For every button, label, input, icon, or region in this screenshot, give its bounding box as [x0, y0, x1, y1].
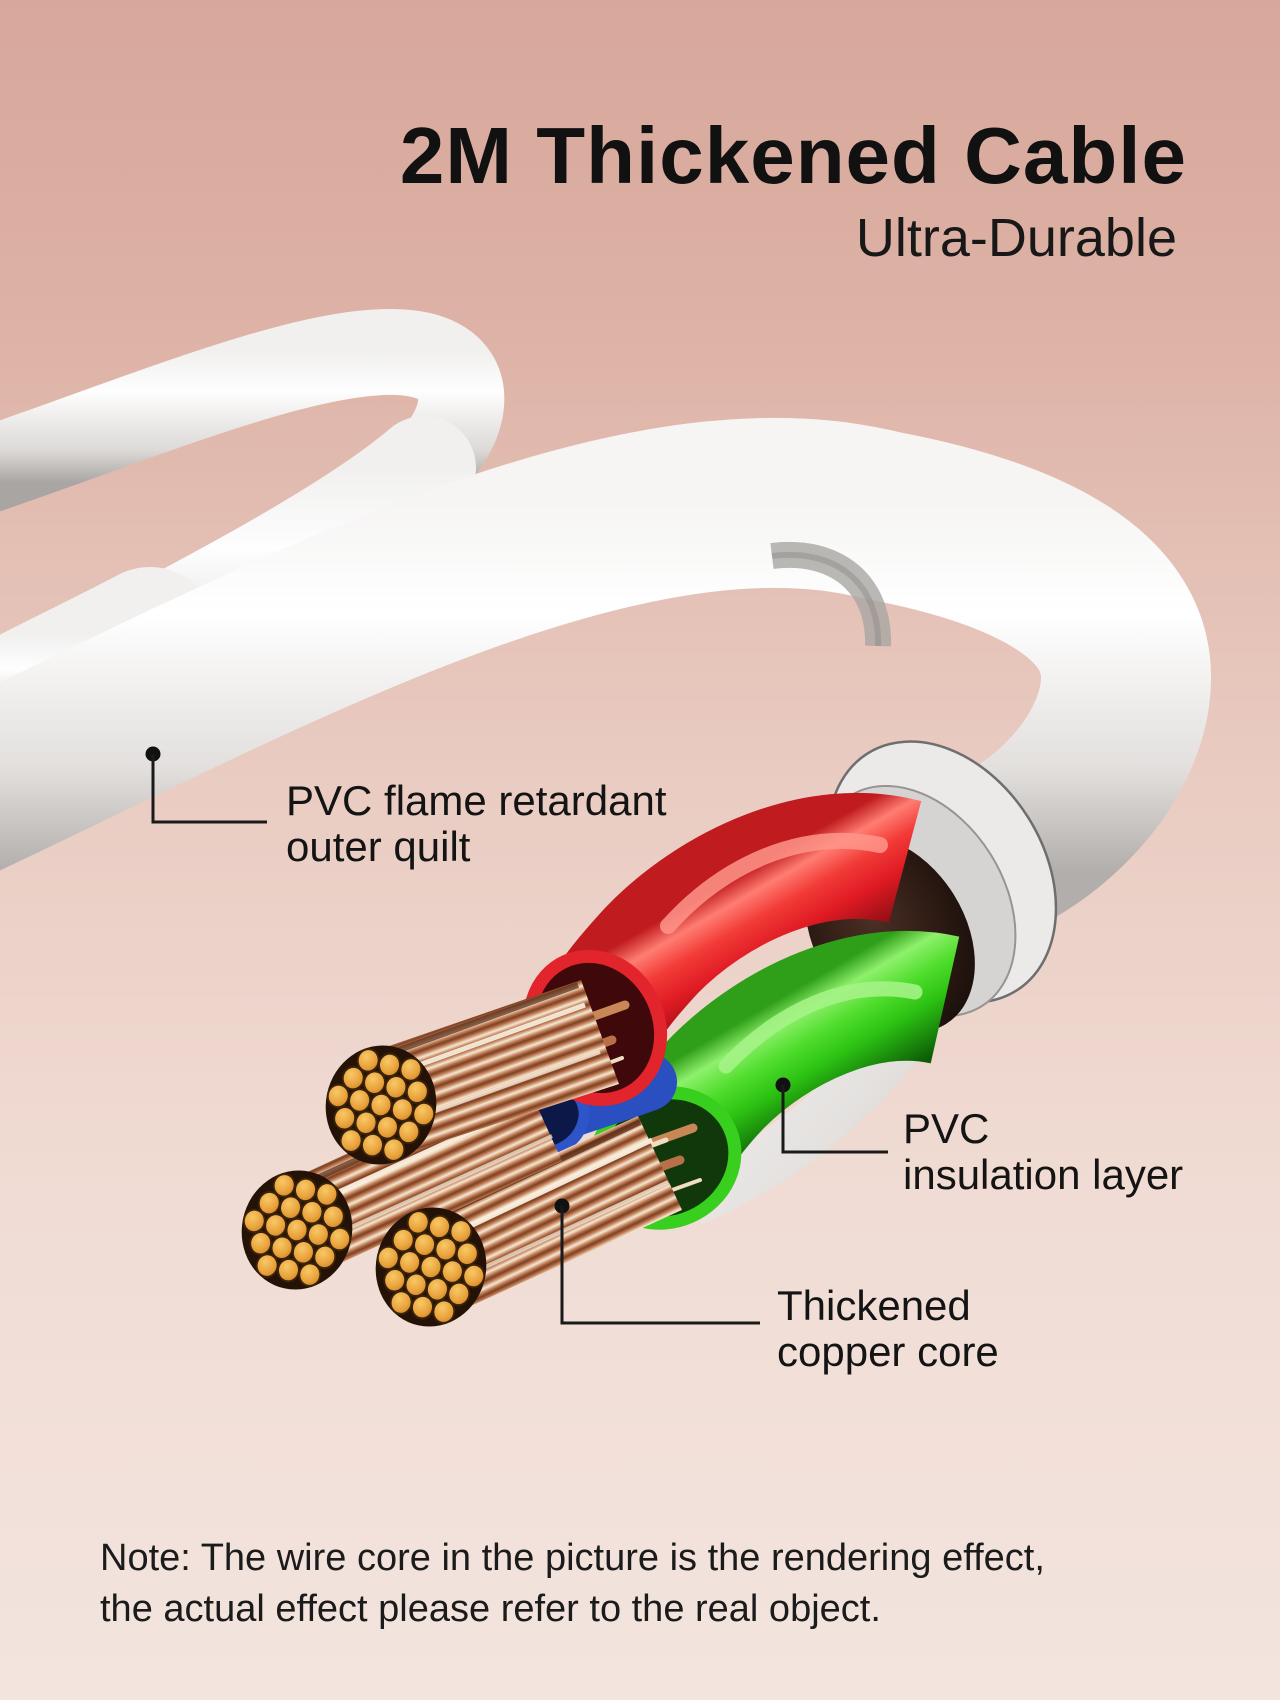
page-title: 2M Thickened Cable	[399, 111, 1187, 200]
callout-copper-core: Thickened copper core	[777, 1283, 999, 1375]
callout-outer-quilt-line1: PVC flame retardant	[286, 777, 667, 824]
callout-insulation-line	[775, 1077, 888, 1154]
page-subtitle: Ultra-Durable	[855, 208, 1177, 268]
callout-insulation: PVC insulation layer	[903, 1106, 1183, 1198]
callout-copper-core-line1: Thickened	[777, 1282, 971, 1329]
callout-insulation-line1: PVC	[903, 1105, 990, 1152]
callout-insulation-line2: insulation layer	[903, 1151, 1184, 1198]
disclaimer-note: Note: The wire core in the picture is th…	[100, 1533, 1045, 1635]
callout-copper-core-line	[554, 1198, 760, 1325]
disclaimer-note-line2: the actual effect please refer to the re…	[100, 1588, 881, 1630]
callout-copper-core-line2: copper core	[777, 1328, 999, 1375]
callout-outer-quilt: PVC flame retardant outer quilt	[286, 778, 667, 870]
callout-outer-quilt-line2: outer quilt	[286, 823, 471, 870]
disclaimer-note-line1: Note: The wire core in the picture is th…	[100, 1537, 1045, 1579]
callout-outer-quilt-line	[145, 746, 267, 824]
